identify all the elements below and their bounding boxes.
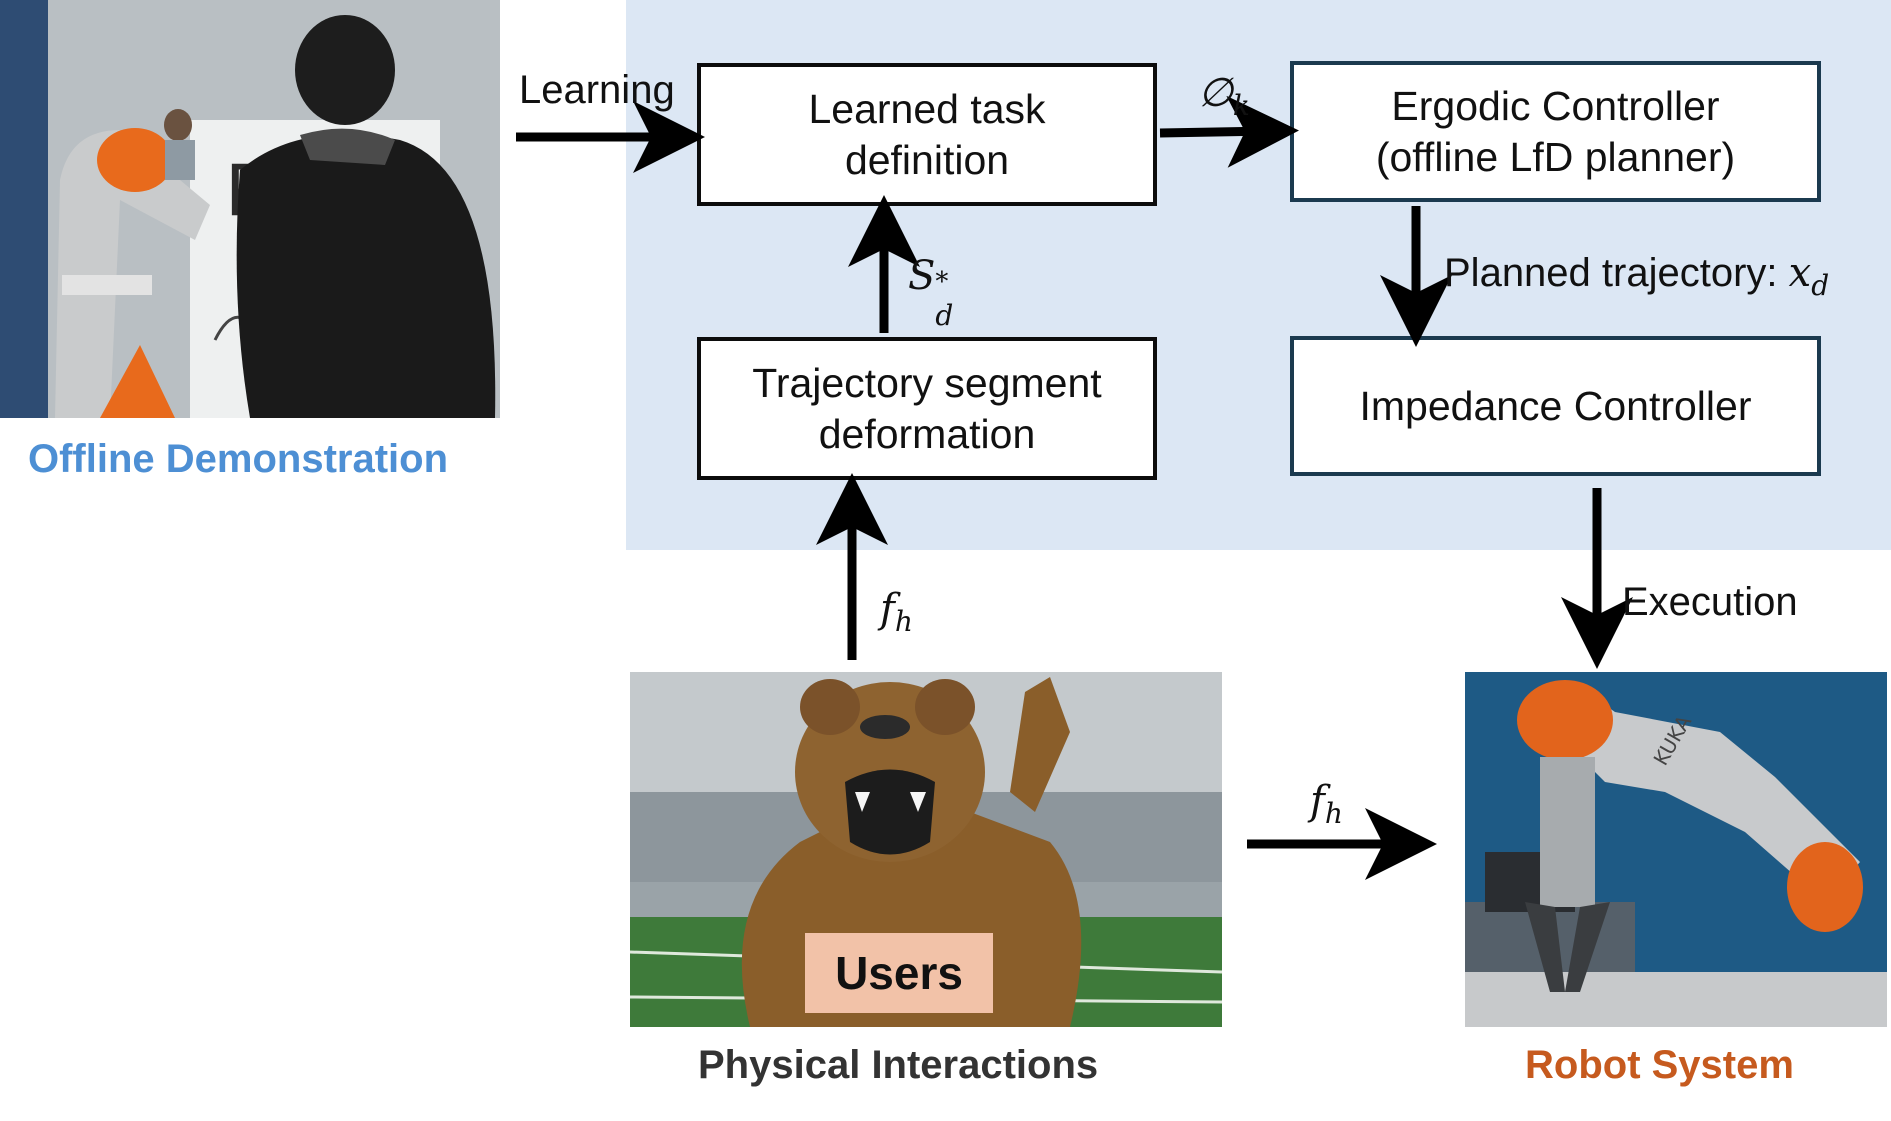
learned-task-definition-box: Learned task definition: [697, 63, 1157, 206]
ergodic-line-2: (offline LfD planner): [1375, 133, 1736, 180]
impedance-controller-box: Impedance Controller: [1290, 336, 1821, 476]
learning-label: Learning: [519, 68, 675, 112]
learned-task-line-1: Learned task: [808, 85, 1046, 132]
fh-right-label: fh: [1310, 778, 1343, 830]
phi-k-label: ∅k: [1198, 70, 1250, 122]
x-symbol: x: [1788, 250, 1812, 296]
phi-arrow: [1159, 95, 1299, 168]
phi-subscript: k: [1232, 89, 1250, 122]
learned-task-line-2: definition: [844, 136, 1010, 183]
s-subscript: d: [935, 299, 954, 332]
s-symbol: S: [908, 253, 936, 299]
x-subscript: d: [1811, 269, 1830, 302]
s-superscript: *: [935, 267, 949, 297]
planned-text: Planned trajectory:: [1444, 251, 1778, 295]
f-subscript-right: h: [1324, 797, 1343, 830]
phi-symbol: ∅: [1198, 70, 1233, 116]
ergodic-controller-box: Ergodic Controller (offline LfD planner): [1290, 61, 1821, 202]
users-badge: Users: [805, 933, 993, 1013]
demonstration-photo: PS: [0, 0, 500, 418]
f-symbol-up: f: [880, 586, 895, 632]
robot-photo: KUKA: [1465, 672, 1887, 1027]
trajectory-segment-deformation-box: Trajectory segment deformation: [697, 337, 1157, 480]
f-symbol-right: f: [1310, 778, 1325, 824]
robot-system-caption: Robot System: [1525, 1043, 1794, 1087]
impedance-label: Impedance Controller: [1359, 382, 1752, 429]
trajectory-line-1: Trajectory segment: [752, 359, 1102, 406]
execution-label: Execution: [1622, 580, 1798, 624]
f-subscript-up: h: [894, 605, 913, 638]
demonstration-caption: Offline Demonstration: [28, 437, 449, 481]
trajectory-line-2: deformation: [818, 410, 1036, 457]
ergodic-line-1: Ergodic Controller: [1391, 82, 1720, 129]
fh-up-label: fh: [880, 586, 913, 638]
planned-trajectory-label: Planned trajectory: xd: [1444, 250, 1829, 302]
s-d-star-label: S*d: [908, 253, 955, 332]
physical-interactions-caption: Physical Interactions: [698, 1043, 1099, 1087]
